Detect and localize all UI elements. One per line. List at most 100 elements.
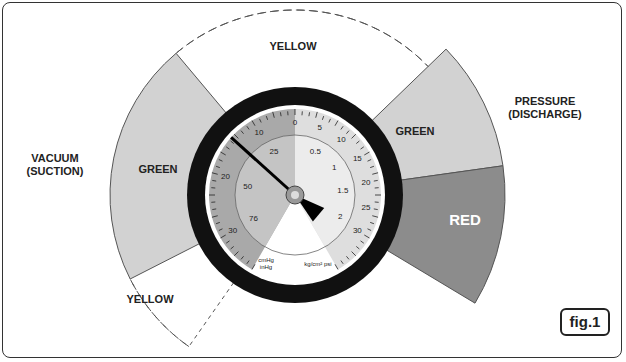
zone-band: YELLOW [266, 34, 319, 56]
scale-tick [212, 208, 216, 210]
zone-band: RED [446, 209, 484, 231]
zone-name: PRESSURE (DISCHARGE) [499, 95, 591, 120]
scale-number: 10 [255, 128, 264, 137]
scale-tick [370, 222, 374, 223]
scale-tick [368, 160, 372, 162]
scale-number: 5 [317, 123, 321, 132]
scale-tick [301, 111, 302, 115]
scale-tick [266, 116, 267, 120]
hub-cap [291, 191, 299, 199]
scale-tick [335, 121, 338, 126]
scale-tick [260, 119, 262, 123]
scale-tick [375, 187, 379, 188]
gauge-bezel [187, 87, 403, 303]
scale-tick [341, 126, 343, 129]
scale-tick [374, 208, 378, 210]
scale-tick [209, 195, 215, 196]
scale-number: 1 [332, 163, 336, 172]
gauge-group [110, 10, 505, 347]
zone-band: YELLOW [123, 287, 176, 309]
vacuum-inner-band [235, 135, 295, 247]
scale-tick [341, 261, 343, 264]
scale-number: 30 [228, 226, 237, 235]
scale-tick [287, 111, 288, 115]
scale-tick [212, 173, 218, 175]
scale-tick [356, 246, 359, 249]
scale-tick [361, 147, 364, 149]
zone-boundary [189, 283, 234, 347]
scale-number: 20 [221, 172, 230, 181]
scale-tick [352, 252, 356, 256]
scale-tick [252, 121, 255, 126]
needle-hub [286, 186, 304, 204]
scale-tick [252, 264, 255, 269]
yellow-zone-arc [176, 10, 428, 66]
scale-tick [322, 116, 323, 120]
scale-number: 0.5 [310, 147, 321, 156]
scale-tick [316, 112, 318, 118]
scale-tick [216, 222, 220, 223]
zone-name: VACUUM (SUCTION) [19, 152, 91, 177]
scale-tick [241, 131, 244, 134]
figure-caption: fig.1 [570, 313, 601, 330]
scale-number: 10 [337, 135, 346, 144]
scale-tick [219, 229, 223, 231]
scale-tick [221, 152, 226, 155]
scale-tick [375, 201, 379, 202]
gauge-needle [231, 137, 295, 195]
unit-label: cmHg inHg [253, 257, 279, 271]
zone-label: YELLOW [269, 40, 316, 52]
zone-band: GREEN [135, 157, 180, 179]
caption-box: fig.1 [560, 308, 611, 336]
scale-tick [370, 166, 374, 167]
zone-label: RED [449, 211, 481, 228]
scale-divider [235, 135, 355, 255]
scale-tick [361, 241, 364, 243]
scale-tick [226, 147, 229, 149]
scale-tick [234, 252, 238, 256]
scale-tick [372, 173, 378, 175]
scale-number: 1.5 [337, 186, 348, 195]
scale-number: 50 [243, 182, 252, 191]
vacuum-scale-band [209, 109, 295, 269]
scale-tick [308, 112, 310, 116]
yellow-zone-arc [130, 279, 189, 347]
scale-tick [247, 261, 249, 264]
pressure-scale-band [295, 109, 381, 269]
scale-tick [231, 246, 234, 249]
scale-tick [295, 109, 296, 115]
scale-number: 15 [353, 154, 362, 163]
scale-tick [241, 256, 244, 259]
gauge-face [205, 105, 385, 285]
scale-tick [375, 195, 381, 196]
scale-tick [219, 160, 223, 162]
scale-tick [372, 216, 378, 218]
scale-tick [368, 229, 372, 231]
scale-tick [216, 166, 220, 167]
scale-tick [221, 235, 226, 238]
scale-tick [226, 241, 229, 243]
scale-tick [211, 201, 215, 202]
unit-label: kg/cm² psi [303, 261, 333, 268]
scale-tick [364, 152, 369, 155]
scale-number: 20 [361, 178, 370, 187]
scale-number: 76 [249, 214, 258, 223]
pressure-inner-band [295, 135, 355, 247]
scale-number: 30 [353, 226, 362, 235]
scale-tick [352, 134, 356, 138]
scale-tick [364, 235, 369, 238]
scale-tick [280, 112, 282, 116]
zone-label: YELLOW [126, 293, 173, 305]
scale-tick [346, 256, 349, 259]
scale-number: 25 [361, 203, 370, 212]
scale-number: 0 [293, 118, 297, 127]
scale-number: 25 [270, 147, 279, 156]
scale-tick [234, 134, 238, 138]
scale-tick [346, 131, 349, 134]
scale-tick [335, 264, 338, 269]
scale-tick [329, 119, 331, 123]
scale-tick [374, 180, 378, 182]
scale-tick [247, 126, 249, 129]
